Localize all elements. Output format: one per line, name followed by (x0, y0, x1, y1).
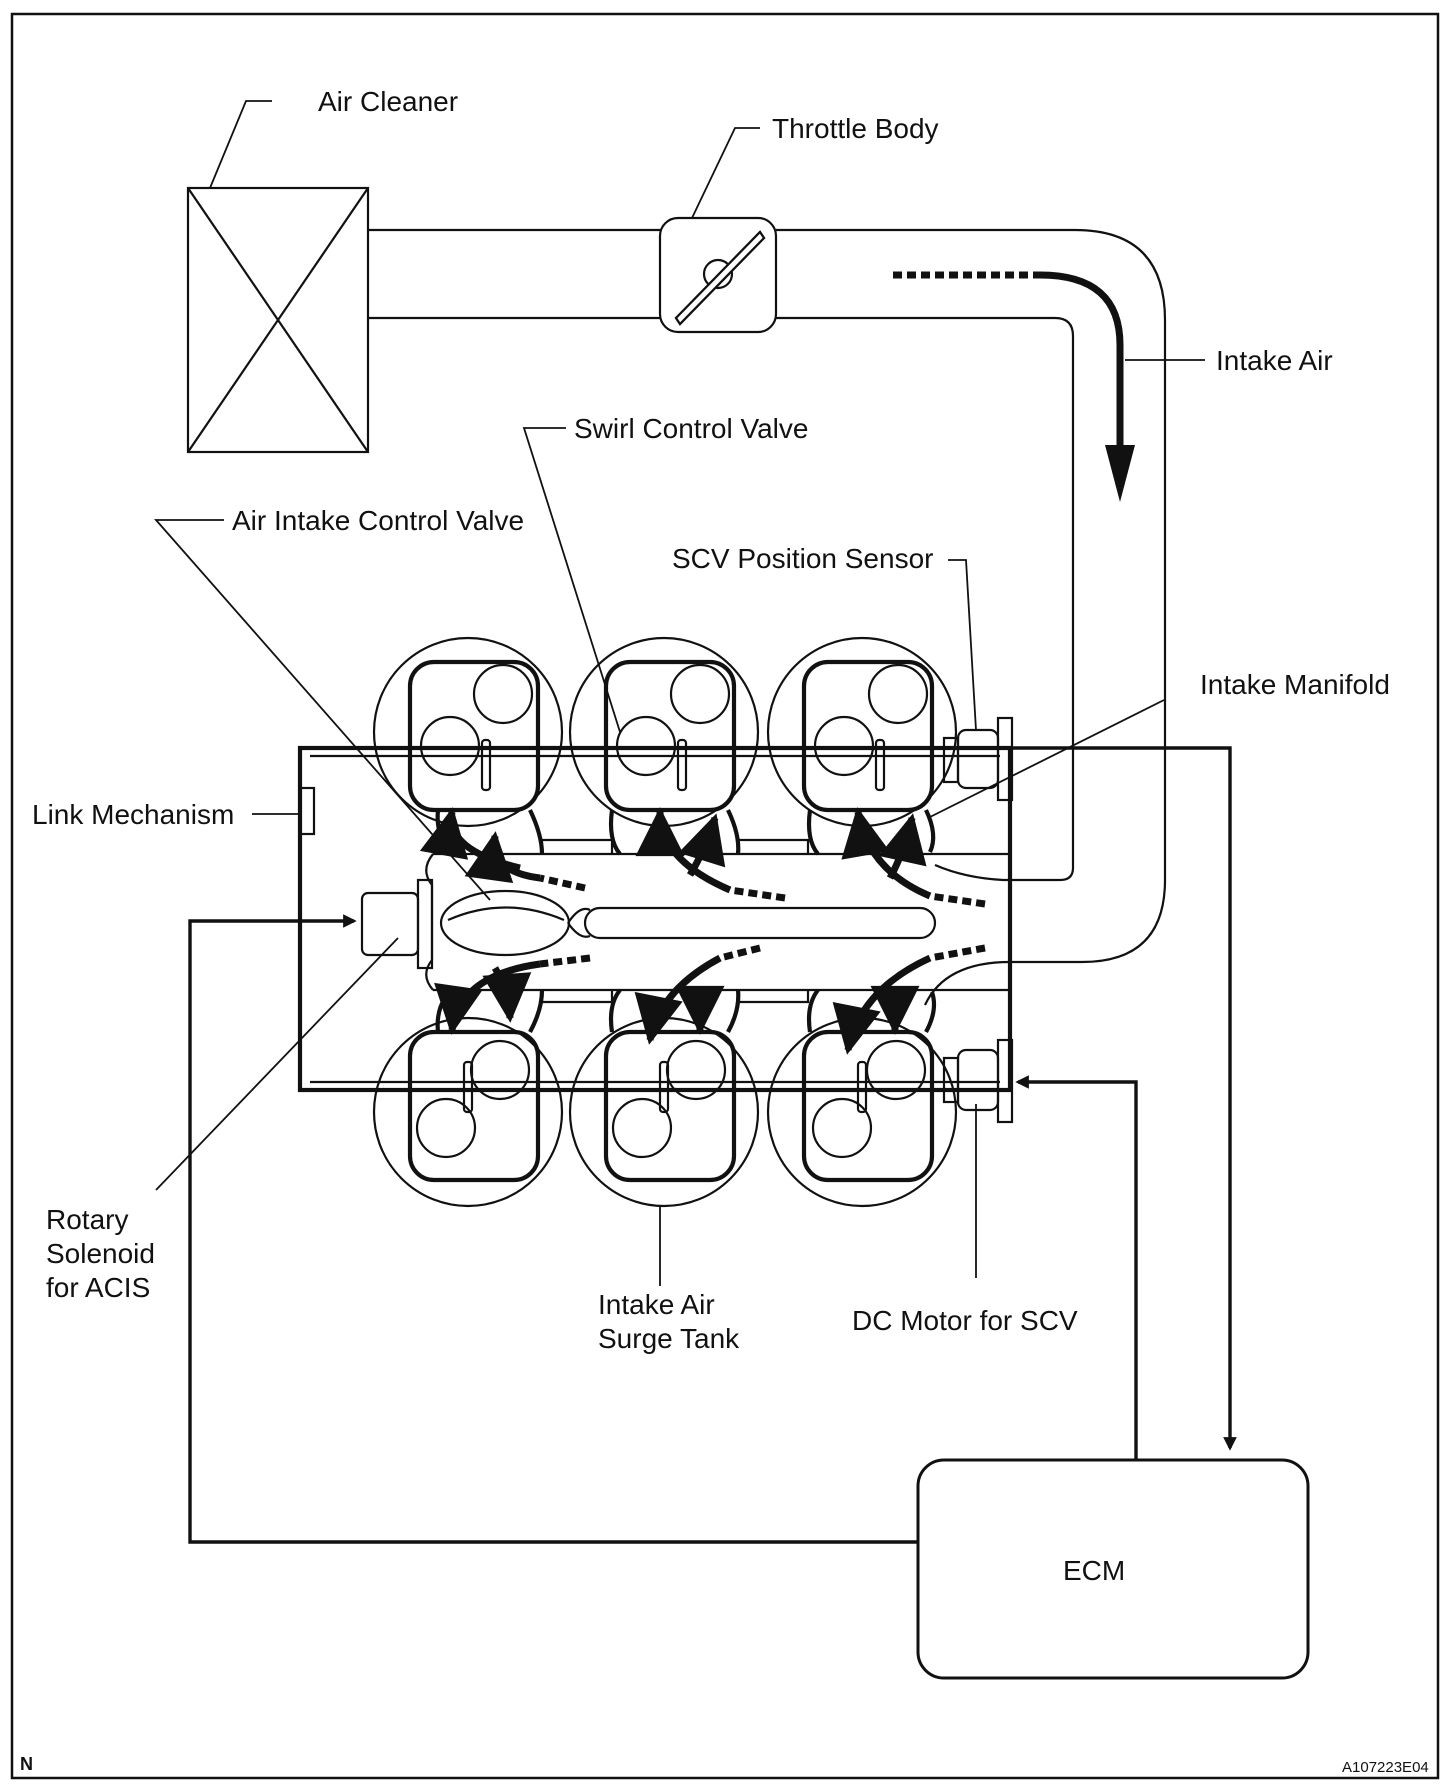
label-ecm: ECM (1063, 1555, 1125, 1586)
air-cleaner (186, 186, 370, 454)
label-surge-tank-2: Surge Tank (598, 1323, 740, 1354)
runners-bottom (372, 988, 958, 1208)
intake-air-arrow (893, 271, 1135, 502)
wiring (188, 746, 1237, 1544)
ecm-box (916, 1458, 1310, 1680)
runners-top (372, 636, 958, 856)
runner-bottom-2 (568, 988, 760, 1208)
label-intake-air: Intake Air (1216, 345, 1333, 376)
label-air-cleaner: Air Cleaner (318, 86, 458, 117)
scv-shafts (310, 746, 1010, 1092)
runner-bottom-1 (372, 988, 564, 1208)
label-swirl-control-valve: Swirl Control Valve (574, 413, 808, 444)
label-rotary-solenoid-3: for ACIS (46, 1272, 150, 1303)
label-rotary-solenoid-1: Rotary (46, 1204, 128, 1235)
link-mechanism (298, 786, 316, 836)
throttle-body (658, 216, 778, 334)
intake-duct (368, 228, 1167, 1006)
figure-code: A107223E04 (1342, 1759, 1429, 1776)
label-dc-motor: DC Motor for SCV (852, 1305, 1078, 1336)
label-surge-tank-1: Intake Air (598, 1289, 715, 1320)
diagram-border (10, 12, 1440, 1780)
runner-flow-arrows (419, 807, 986, 1055)
runner-bottom-3 (766, 988, 958, 1208)
label-rotary-solenoid-2: Solenoid (46, 1238, 155, 1269)
scv-position-sensor (942, 716, 1014, 802)
corner-letter: N (20, 1754, 33, 1774)
label-air-intake-control-valve: Air Intake Control Valve (232, 505, 524, 536)
intake-manifold (297, 745, 1013, 1093)
leader-lines (154, 100, 1205, 1286)
label-scv-position-sensor: SCV Position Sensor (672, 543, 933, 574)
label-link-mechanism: Link Mechanism (32, 799, 234, 830)
label-intake-manifold: Intake Manifold (1200, 669, 1390, 700)
label-throttle-body: Throttle Body (772, 113, 939, 144)
rotary-solenoid (360, 878, 434, 970)
labels: Air Cleaner Throttle Body Intake Air Swi… (20, 86, 1429, 1776)
dc-motor-scv (942, 1038, 1014, 1124)
